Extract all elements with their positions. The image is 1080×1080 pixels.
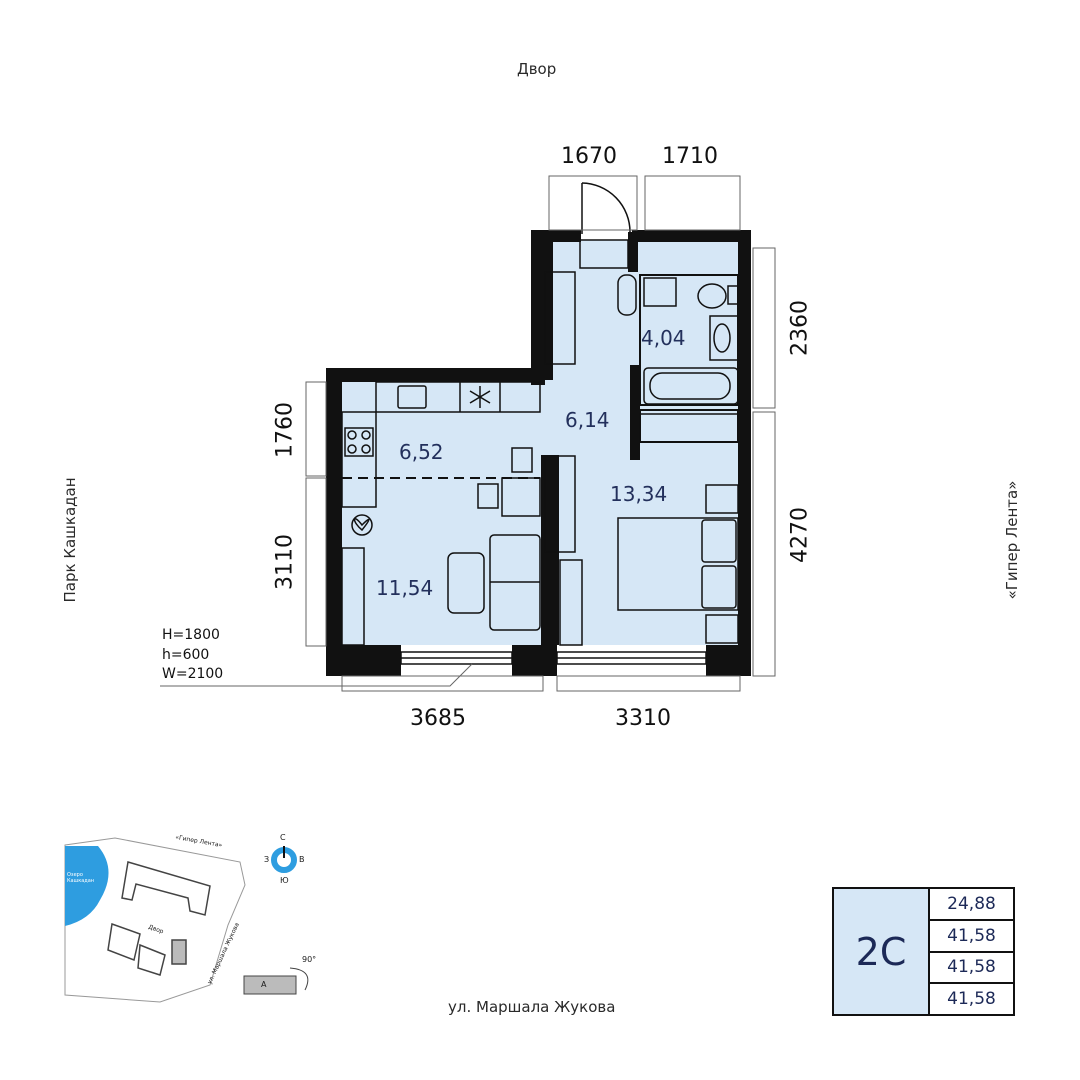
opening-h-lower: h=600	[162, 647, 210, 663]
room-bath-area: 4,04	[641, 326, 686, 350]
compass-west: З	[264, 855, 270, 864]
dim-bottom-left: 3685	[410, 706, 466, 731]
dim-top-right: 1710	[662, 144, 718, 169]
wardrobes	[341, 271, 739, 646]
dim-top-left: 1670	[561, 144, 617, 169]
building-blocks	[107, 861, 211, 976]
sofa	[447, 534, 541, 631]
room-hall-area: 6,14	[565, 408, 610, 432]
section-a-block	[243, 975, 297, 995]
map-lake-label: Озеро Кашкадан	[67, 872, 95, 884]
bath-fixtures	[579, 239, 739, 405]
compass-east: В	[299, 855, 305, 864]
room-living-area: 11,54	[376, 576, 434, 600]
area-value: 41,58	[930, 953, 1013, 985]
windows	[400, 651, 707, 665]
bottom-label: ул. Маршала Жукова	[448, 998, 616, 1016]
dining-table	[477, 447, 541, 517]
bed	[617, 484, 739, 644]
site-boundary	[64, 837, 246, 1003]
plant-icon	[351, 514, 373, 536]
room-kitchen-area: 6,52	[399, 440, 444, 464]
map-angle-label: 90°	[302, 955, 317, 964]
rotation-arc	[289, 967, 309, 991]
compass-icon	[271, 846, 297, 873]
compass-north: С	[280, 833, 286, 842]
dim-bottom-right: 3310	[615, 706, 671, 731]
entrance-door	[581, 182, 631, 234]
area-value: 41,58	[930, 921, 1013, 953]
lake-shape	[65, 846, 109, 926]
top-label: Двор	[517, 60, 557, 78]
snowflake-icon	[469, 386, 491, 408]
area-value: 24,88	[930, 889, 1013, 921]
kitchen-counter	[341, 381, 541, 508]
walls	[326, 230, 751, 676]
apartment-type: 2С	[834, 889, 930, 1014]
dimension-lines	[160, 175, 776, 692]
opening-width: W=2100	[162, 666, 224, 682]
area-values: 24,88 41,58 41,58 41,58	[930, 889, 1013, 1014]
map-section-label: А	[261, 980, 267, 989]
opening-h-upper: H=1800	[162, 627, 220, 643]
area-value: 41,58	[947, 989, 996, 1010]
apartment-summary: 2С 24,88 41,58 41,58 41,58	[832, 887, 1015, 1016]
room-bedroom-area: 13,34	[610, 482, 668, 506]
compass-south: Ю	[280, 876, 289, 885]
